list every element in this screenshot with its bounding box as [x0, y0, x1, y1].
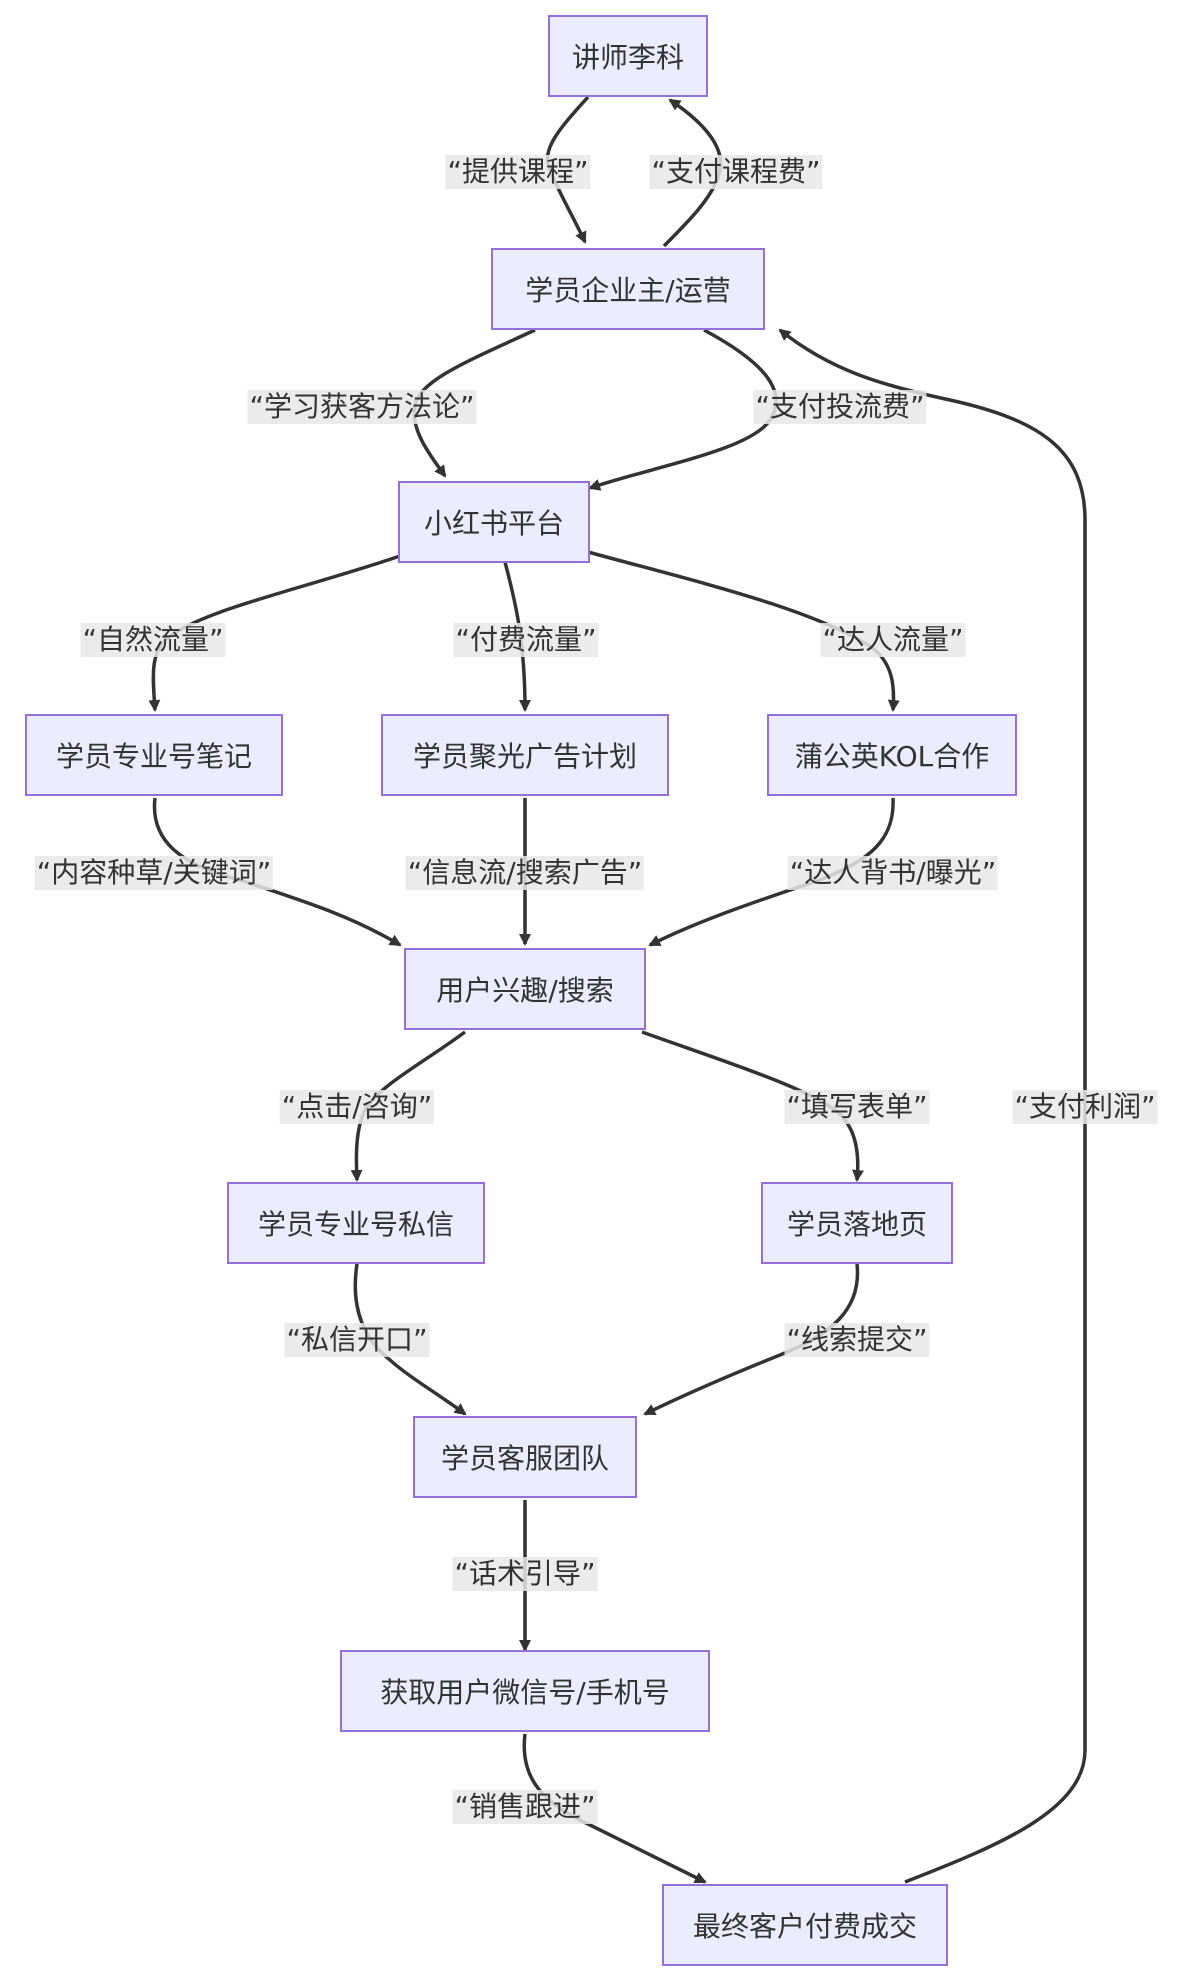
edge-pay-profit [778, 328, 1087, 1884]
label-paid-traffic: “付费流量” [453, 623, 599, 657]
node-xiaohongshu: 小红书平台 [398, 481, 590, 563]
label-content-seeding: “内容种草/关键词” [34, 856, 274, 890]
label-feed-search-ads: “信息流/搜索广告” [405, 856, 645, 890]
label-learn-method: “学习获客方法论” [247, 390, 477, 424]
label-dm-open: “私信开口” [284, 1323, 430, 1357]
node-final-deal: 最终客户付费成交 [662, 1884, 948, 1966]
label-script-guide: “话术引导” [452, 1557, 598, 1591]
label-pay-ad-fee: “支付投流费” [753, 390, 927, 424]
edge-pay-ad-fee [588, 328, 778, 491]
label-lead-submit: “线索提交” [784, 1323, 930, 1357]
label-kol-traffic: “达人流量” [820, 623, 966, 657]
label-sales-follow: “销售跟进” [452, 1790, 598, 1824]
node-teacher: 讲师李科 [548, 15, 708, 97]
label-kol-endorse: “达人背书/曝光” [787, 856, 999, 890]
label-pay-profit: “支付利润” [1012, 1090, 1158, 1124]
label-pay-course-fee: “支付课程费” [649, 155, 823, 189]
node-pro-account-notes: 学员专业号笔记 [25, 714, 283, 796]
edge-dm-open [353, 1263, 467, 1416]
node-pugongying-kol: 蒲公英KOL合作 [767, 714, 1017, 796]
node-student-owner: 学员企业主/运营 [491, 248, 765, 330]
node-pro-account-dm: 学员专业号私信 [227, 1182, 485, 1264]
label-fill-form: “填写表单” [784, 1090, 930, 1124]
node-landing-page: 学员落地页 [761, 1182, 953, 1264]
label-natural-traffic: “自然流量” [80, 623, 226, 657]
node-user-interest: 用户兴趣/搜索 [404, 948, 646, 1030]
node-service-team: 学员客服团队 [413, 1416, 637, 1498]
label-provide-course: “提供课程” [445, 155, 591, 189]
edge-lead-submit [643, 1263, 860, 1416]
node-get-contact: 获取用户微信号/手机号 [340, 1650, 710, 1732]
node-juguang-ads: 学员聚光广告计划 [381, 714, 669, 796]
label-click-consult: “点击/咨询” [279, 1090, 435, 1124]
